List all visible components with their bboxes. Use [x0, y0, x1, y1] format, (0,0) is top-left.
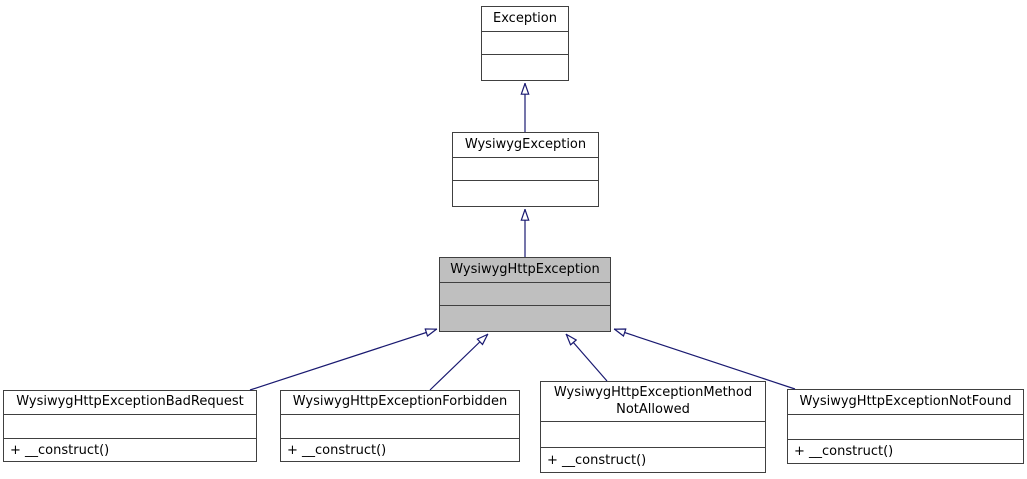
class-attributes-compartment — [281, 414, 519, 438]
edge-methodnotallowed-to-wysiwyghttpexception — [566, 334, 608, 382]
class-name-label: Exception — [493, 10, 557, 26]
class-title: WysiwygHttpExceptionForbidden — [281, 391, 519, 414]
class-node-wysiwyg-http-exception-not-found[interactable]: WysiwygHttpExceptionNotFound + __constru… — [787, 389, 1024, 464]
class-title: Exception — [482, 7, 568, 31]
class-attributes-compartment — [788, 414, 1023, 439]
class-title: WysiwygHttpExceptionMethod NotAllowed — [541, 382, 765, 421]
class-attributes-compartment — [453, 157, 598, 180]
class-node-wysiwyg-http-exception-forbidden[interactable]: WysiwygHttpExceptionForbidden + __constr… — [280, 390, 520, 462]
class-methods-compartment — [440, 305, 610, 331]
class-node-wysiwyg-exception[interactable]: WysiwygException — [452, 132, 599, 207]
class-node-wysiwyg-http-exception-bad-request[interactable]: WysiwygHttpExceptionBadRequest + __const… — [3, 390, 257, 462]
class-node-wysiwyg-http-exception: WysiwygHttpException — [439, 257, 611, 332]
class-name-label-line2: NotAllowed — [616, 401, 690, 417]
class-attributes-compartment — [541, 421, 765, 447]
class-methods-compartment: + __construct() — [281, 438, 519, 461]
class-name-label: WysiwygHttpExceptionNotFound — [799, 393, 1012, 409]
class-attributes-compartment — [482, 31, 568, 54]
edge-notfound-to-wysiwyghttpexception — [614, 329, 796, 390]
class-title: WysiwygHttpException — [440, 258, 610, 282]
class-methods-compartment — [482, 54, 568, 80]
class-name-label: WysiwygException — [464, 136, 587, 152]
class-methods-compartment — [453, 180, 598, 206]
class-node-wysiwyg-http-exception-method-not-allowed[interactable]: WysiwygHttpExceptionMethod NotAllowed + … — [540, 381, 766, 473]
method-label: + __construct() — [794, 444, 894, 459]
class-methods-compartment: + __construct() — [541, 447, 765, 472]
method-label: + __construct() — [547, 452, 647, 468]
class-title: WysiwygException — [453, 133, 598, 157]
edge-badrequest-to-wysiwyghttpexception — [249, 329, 437, 391]
method-label: + __construct() — [287, 442, 387, 458]
class-attributes-compartment — [4, 414, 256, 438]
class-title: WysiwygHttpExceptionNotFound — [788, 390, 1023, 414]
class-name-label-line1: WysiwygHttpExceptionMethod — [553, 385, 753, 401]
method-label: + __construct() — [10, 442, 110, 458]
class-name-label: WysiwygHttpException — [450, 261, 600, 277]
class-node-exception[interactable]: Exception — [481, 6, 569, 81]
class-name-label: WysiwygHttpExceptionForbidden — [292, 394, 508, 410]
class-methods-compartment: + __construct() — [788, 439, 1023, 463]
class-methods-compartment: + __construct() — [4, 438, 256, 461]
class-name-label: WysiwygHttpExceptionBadRequest — [16, 394, 244, 410]
class-attributes-compartment — [440, 282, 610, 305]
class-title: WysiwygHttpExceptionBadRequest — [4, 391, 256, 414]
edge-forbidden-to-wysiwyghttpexception — [429, 334, 488, 391]
